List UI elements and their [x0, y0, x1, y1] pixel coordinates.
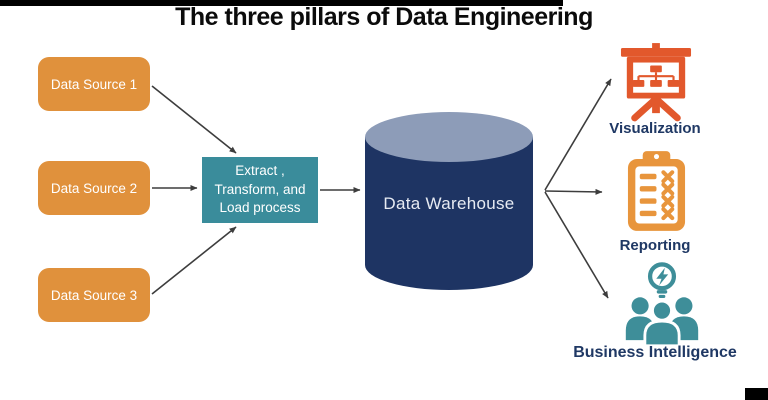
arrow-source3-to-etl	[151, 226, 237, 295]
arrow-warehouse-to-bi	[544, 191, 609, 299]
data-source-1-box: Data Source 1	[38, 57, 150, 111]
data-warehouse-cylinder	[365, 112, 533, 290]
top-crop-bar	[0, 0, 563, 6]
data-source-1-label: Data Source 1	[50, 76, 138, 92]
data-source-3-label: Data Source 3	[50, 287, 138, 303]
arrow-warehouse-to-visualization	[544, 78, 612, 191]
page-title: The three pillars of Data Engineering	[175, 3, 593, 31]
etl-process-label: Extract , Transform, and Load process	[214, 162, 306, 216]
arrow-warehouse-to-reporting	[544, 188, 603, 195]
etl-process-box: Extract , Transform, and Load process	[202, 157, 318, 223]
business-intelligence-label: Business Intelligence	[573, 344, 737, 361]
data-warehouse-label: Data Warehouse	[383, 194, 515, 213]
visualization-label: Visualization	[609, 120, 701, 137]
data-source-2-box: Data Source 2	[38, 161, 150, 215]
data-source-3-box: Data Source 3	[38, 268, 150, 322]
team-idea-bulb-icon	[625, 262, 699, 346]
reporting-label: Reporting	[619, 237, 691, 254]
arrow-source1-to-etl	[151, 85, 237, 154]
clipboard-checklist-icon	[627, 151, 686, 231]
data-source-2-label: Data Source 2	[50, 180, 138, 196]
presentation-org-chart-icon	[620, 43, 692, 122]
bottom-right-crop-mark	[745, 388, 768, 400]
